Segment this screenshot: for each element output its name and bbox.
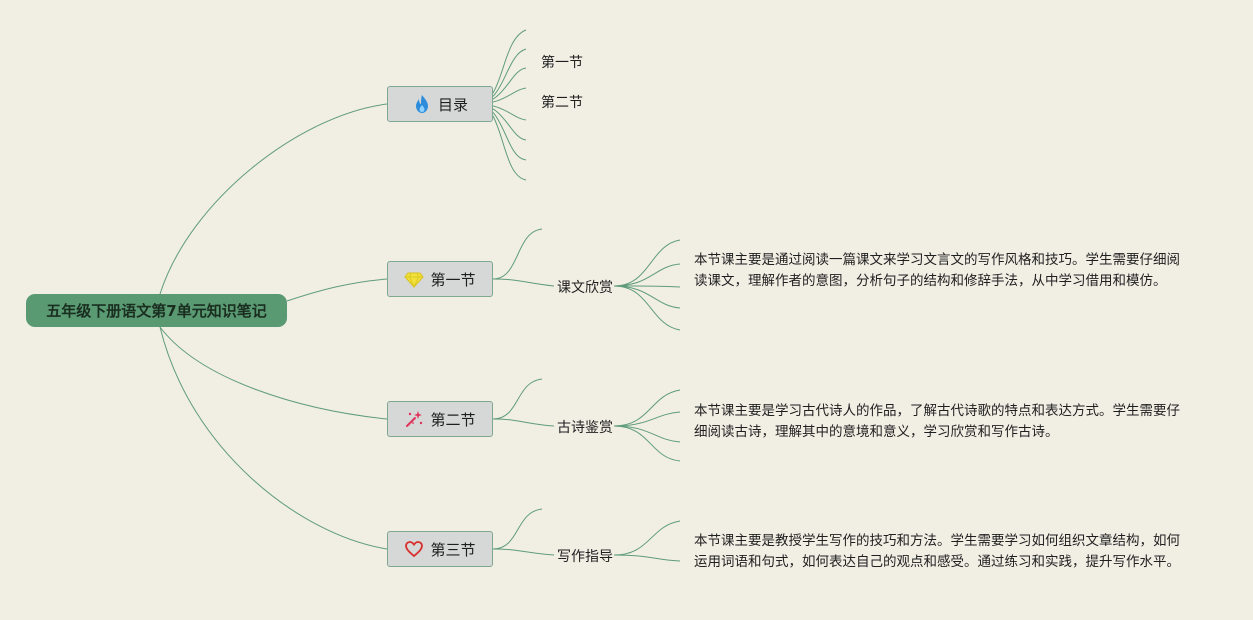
branch-section-2[interactable]: 第二节 xyxy=(387,401,493,437)
toc-item-2[interactable]: 第二节 xyxy=(541,95,583,111)
link-root-toc xyxy=(159,103,388,295)
section-3-topic[interactable]: 写作指导 xyxy=(557,549,613,565)
root-title: 五年级下册语文第7单元知识笔记 xyxy=(46,302,267,320)
branch-section-1[interactable]: 第一节 xyxy=(387,261,493,297)
section-2-topic[interactable]: 古诗鉴赏 xyxy=(557,420,613,436)
link-root-sec1 xyxy=(286,278,388,302)
toc-item-1[interactable]: 第一节 xyxy=(541,55,583,71)
section-1-topic[interactable]: 课文欣赏 xyxy=(557,280,613,296)
section-2-text: 本节课主要是学习古代诗人的作品，了解古代诗歌的特点和表达方式。学生需要仔细阅读古… xyxy=(694,403,1180,440)
branch-section-3-title: 第三节 xyxy=(430,540,476,559)
root-node[interactable]: 五年级下册语文第7单元知识笔记 xyxy=(26,294,287,327)
diamond-icon xyxy=(404,269,425,289)
branch-toc[interactable]: 目录 xyxy=(387,86,493,122)
section-1-text: 本节课主要是通过阅读一篇课文来学习文言文的写作风格和技巧。学生需要仔细阅读课文，… xyxy=(694,252,1180,289)
branch-section-2-title: 第二节 xyxy=(430,410,476,429)
magic-wand-icon xyxy=(404,409,424,429)
branch-section-1-title: 第一节 xyxy=(430,270,476,289)
fire-icon xyxy=(412,94,432,114)
section-3-text: 本节课主要是教授学生写作的技巧和方法。学生需要学习如何组织文章结构，如何运用词语… xyxy=(694,533,1180,570)
branch-section-3[interactable]: 第三节 xyxy=(387,531,493,567)
link-root-sec3 xyxy=(159,326,388,550)
heart-icon xyxy=(404,539,424,559)
link-root-sec2 xyxy=(159,326,388,420)
branch-toc-title: 目录 xyxy=(437,95,468,114)
